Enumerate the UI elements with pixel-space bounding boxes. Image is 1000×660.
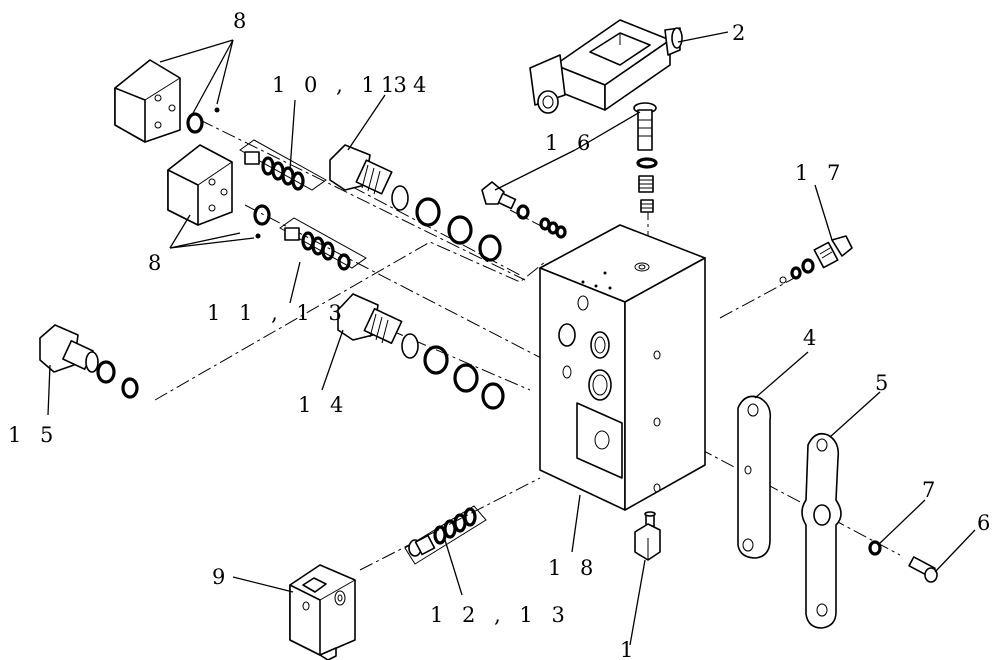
seal-kit-part-11-13 — [279, 217, 367, 271]
callout-18: 1 8 — [548, 556, 599, 580]
solenoid-valve-part-2 — [529, 19, 683, 114]
fitting-part-17 — [779, 235, 853, 284]
cartridge-part-14-upper — [329, 144, 502, 262]
callout-11-13: 1 1 , 1 3 — [207, 301, 348, 325]
callout-1: 1 — [620, 638, 639, 660]
side-fitting-part-16 — [481, 181, 567, 239]
plug-part-15 — [39, 324, 139, 399]
callout-2: 2 — [732, 21, 751, 45]
bolt-part-6 — [908, 556, 938, 583]
link-plate-part-4 — [737, 395, 772, 559]
valve-block-part-18 — [539, 224, 706, 511]
cover-plate-part-8-lower — [167, 144, 271, 239]
callout-labels: 8 2 1 0 , 1 3 1 4 1 6 1 7 8 1 1 , 1 3 4 … — [8, 9, 996, 660]
callout-8-upper: 8 — [233, 9, 252, 33]
callout-14-lower: 1 4 — [298, 393, 349, 417]
callout-7: 7 — [922, 478, 941, 502]
link-plate-part-5 — [801, 432, 842, 629]
callout-15: 1 5 — [8, 423, 59, 447]
callout-12-13: 1 2 , 1 3 — [430, 603, 571, 627]
callout-4: 4 — [803, 326, 822, 350]
washer-part-7 — [868, 540, 882, 556]
callout-5: 5 — [875, 371, 894, 395]
callout-6: 6 — [977, 511, 996, 535]
callout-9: 9 — [212, 565, 231, 589]
centre-lines — [154, 119, 901, 571]
callout-17: 1 7 — [795, 161, 846, 185]
cartridge-part-14-lower — [337, 293, 505, 410]
valve-body-part-9 — [289, 564, 356, 660]
fitting-part-1 — [634, 511, 661, 561]
leader-lines — [47, 31, 976, 646]
fitting-part-16 — [633, 102, 658, 213]
cover-plate-part-8-upper — [114, 59, 220, 143]
callout-14-upper: 1 4 — [381, 73, 432, 97]
seal-kit-part-12-13 — [404, 505, 487, 565]
seal-kit-part-10-13 — [239, 139, 327, 191]
callout-16: 1 6 — [545, 131, 596, 155]
callout-10-13: 1 0 , 1 3 — [272, 73, 413, 97]
callout-8-lower: 8 — [148, 251, 167, 275]
